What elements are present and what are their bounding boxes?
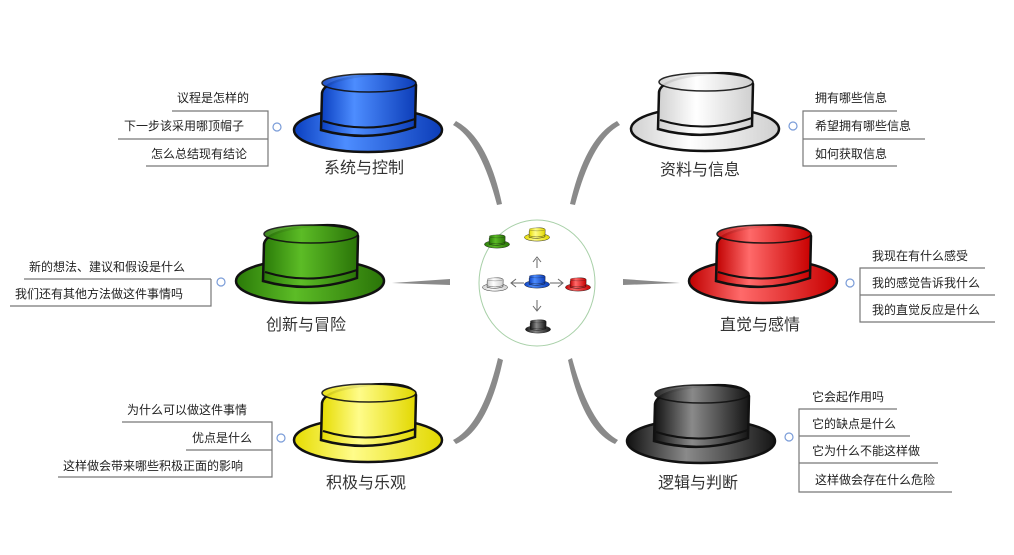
center-hat-cluster <box>478 219 596 347</box>
red-item: 我的感觉告诉我什么 <box>872 276 981 290</box>
white-hat-icon <box>629 71 781 153</box>
white-item: 拥有哪些信息 <box>815 91 888 105</box>
blue-hat-icon <box>292 72 444 154</box>
blue-hat-title: 系统与控制 <box>324 158 405 177</box>
red-item: 我现在有什么感受 <box>872 249 969 263</box>
blue-item: 怎么总结现有结论 <box>151 147 248 161</box>
green-hat-icon <box>234 223 386 305</box>
yellow-branches <box>58 421 286 478</box>
white-item: 如何获取信息 <box>815 147 888 161</box>
black-item: 它为什么不能这样做 <box>812 444 921 458</box>
green-item: 我们还有其他方法做这件事情吗 <box>15 287 184 301</box>
yellow-hat-title: 积极与乐观 <box>326 473 407 492</box>
white-hat-title: 资料与信息 <box>660 160 741 179</box>
yellow-item: 为什么可以做这件事情 <box>127 403 248 417</box>
green-item: 新的想法、建议和假设是什么 <box>29 260 186 274</box>
yellow-item: 这样做会带来哪些积极正面的影响 <box>63 459 244 473</box>
black-hat-title: 逻辑与判断 <box>658 473 739 492</box>
connectors <box>392 121 680 444</box>
white-branches <box>788 110 925 167</box>
black-item: 这样做会存在什么危险 <box>815 473 936 487</box>
green-hat-title: 创新与冒险 <box>266 315 347 334</box>
black-hat-icon <box>625 383 777 465</box>
blue-branches <box>118 110 282 167</box>
red-branches <box>845 267 995 323</box>
blue-item: 议程是怎样的 <box>177 91 250 105</box>
yellow-hat-icon <box>292 382 444 464</box>
red-hat-icon <box>687 223 839 305</box>
black-branches <box>784 408 952 493</box>
red-item: 我的直觉反应是什么 <box>872 303 981 317</box>
red-hat-title: 直觉与感情 <box>720 315 801 334</box>
black-item: 它的缺点是什么 <box>812 417 897 431</box>
arrows-icon <box>510 256 564 312</box>
green-branches <box>10 277 226 307</box>
yellow-item: 优点是什么 <box>192 431 253 445</box>
white-item: 希望拥有哪些信息 <box>815 119 912 133</box>
black-item: 它会起作用吗 <box>812 390 885 404</box>
blue-item: 下一步该采用哪顶帽子 <box>124 119 245 133</box>
